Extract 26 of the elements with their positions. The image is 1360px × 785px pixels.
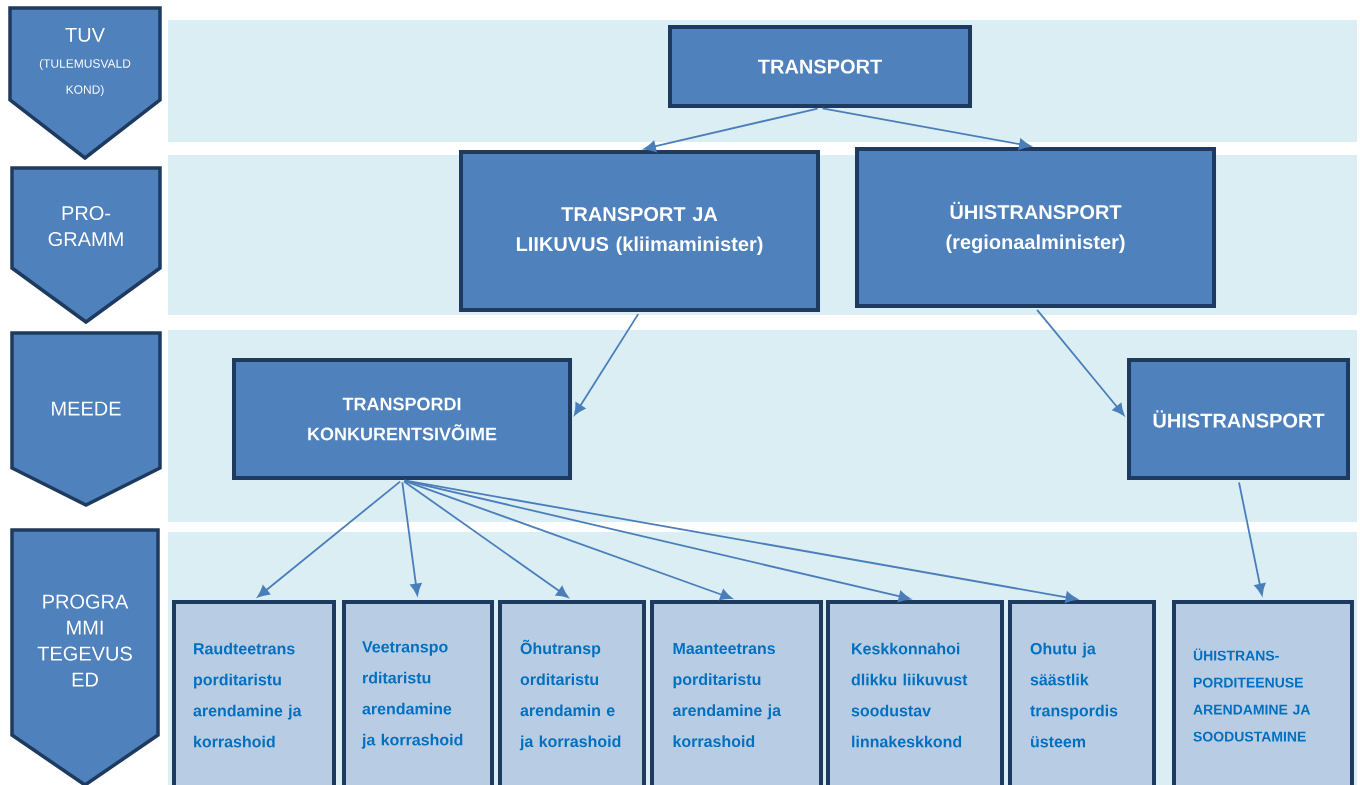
- arrow: [574, 313, 640, 416]
- process-box: TRANSPORT: [668, 25, 972, 108]
- chevron-box: TUV (TULEMUSVALD KOND): [8, 6, 162, 161]
- activity-box: Ohutu ja säästlik transpordis üsteem: [1008, 600, 1156, 785]
- activity-box: Veetranspo rditaristu arendamine ja korrashoid: [342, 600, 494, 785]
- arrow: [403, 480, 569, 598]
- process-box: ÜHISTRANSPORT (regionaalminister): [855, 147, 1216, 308]
- arrow: [403, 479, 1078, 603]
- process-box: TRANSPORDI KONKURENTSIVÕIME: [232, 358, 572, 480]
- arrow: [1238, 481, 1266, 596]
- arrow: [403, 479, 733, 601]
- chevron-box: PROGRA MMI TEGEVUS ED: [10, 528, 160, 785]
- arrow: [644, 107, 819, 152]
- activity-box: Keskkonnahoi dlikku liikuvust soodustav linnakeskkond: [826, 600, 1004, 785]
- process-box: TRANSPORT JA LIIKUVUS (kliimaminister): [459, 150, 820, 312]
- arrow: [1036, 309, 1125, 416]
- arrow: [401, 481, 422, 596]
- chevron-box: PRO- GRAMM: [10, 166, 162, 325]
- activity-box: Maanteetrans porditaristu arendamine ja korrashoid: [650, 600, 823, 785]
- arrow: [821, 107, 1031, 150]
- chevron-box: MEEDE: [10, 331, 162, 507]
- activity-box: Raudteetrans porditaristu arendamine ja korrashoid: [172, 600, 336, 785]
- activity-box: ÜHISTRANS- PORDITEENUSE ARENDAMINE JA SOODUSTAMINE: [1172, 600, 1354, 785]
- activity-box: Õhutransp orditaristu arendamin e ja korrashoid: [498, 600, 646, 785]
- arrow: [257, 480, 401, 598]
- process-box: ÜHISTRANSPORT: [1127, 358, 1350, 480]
